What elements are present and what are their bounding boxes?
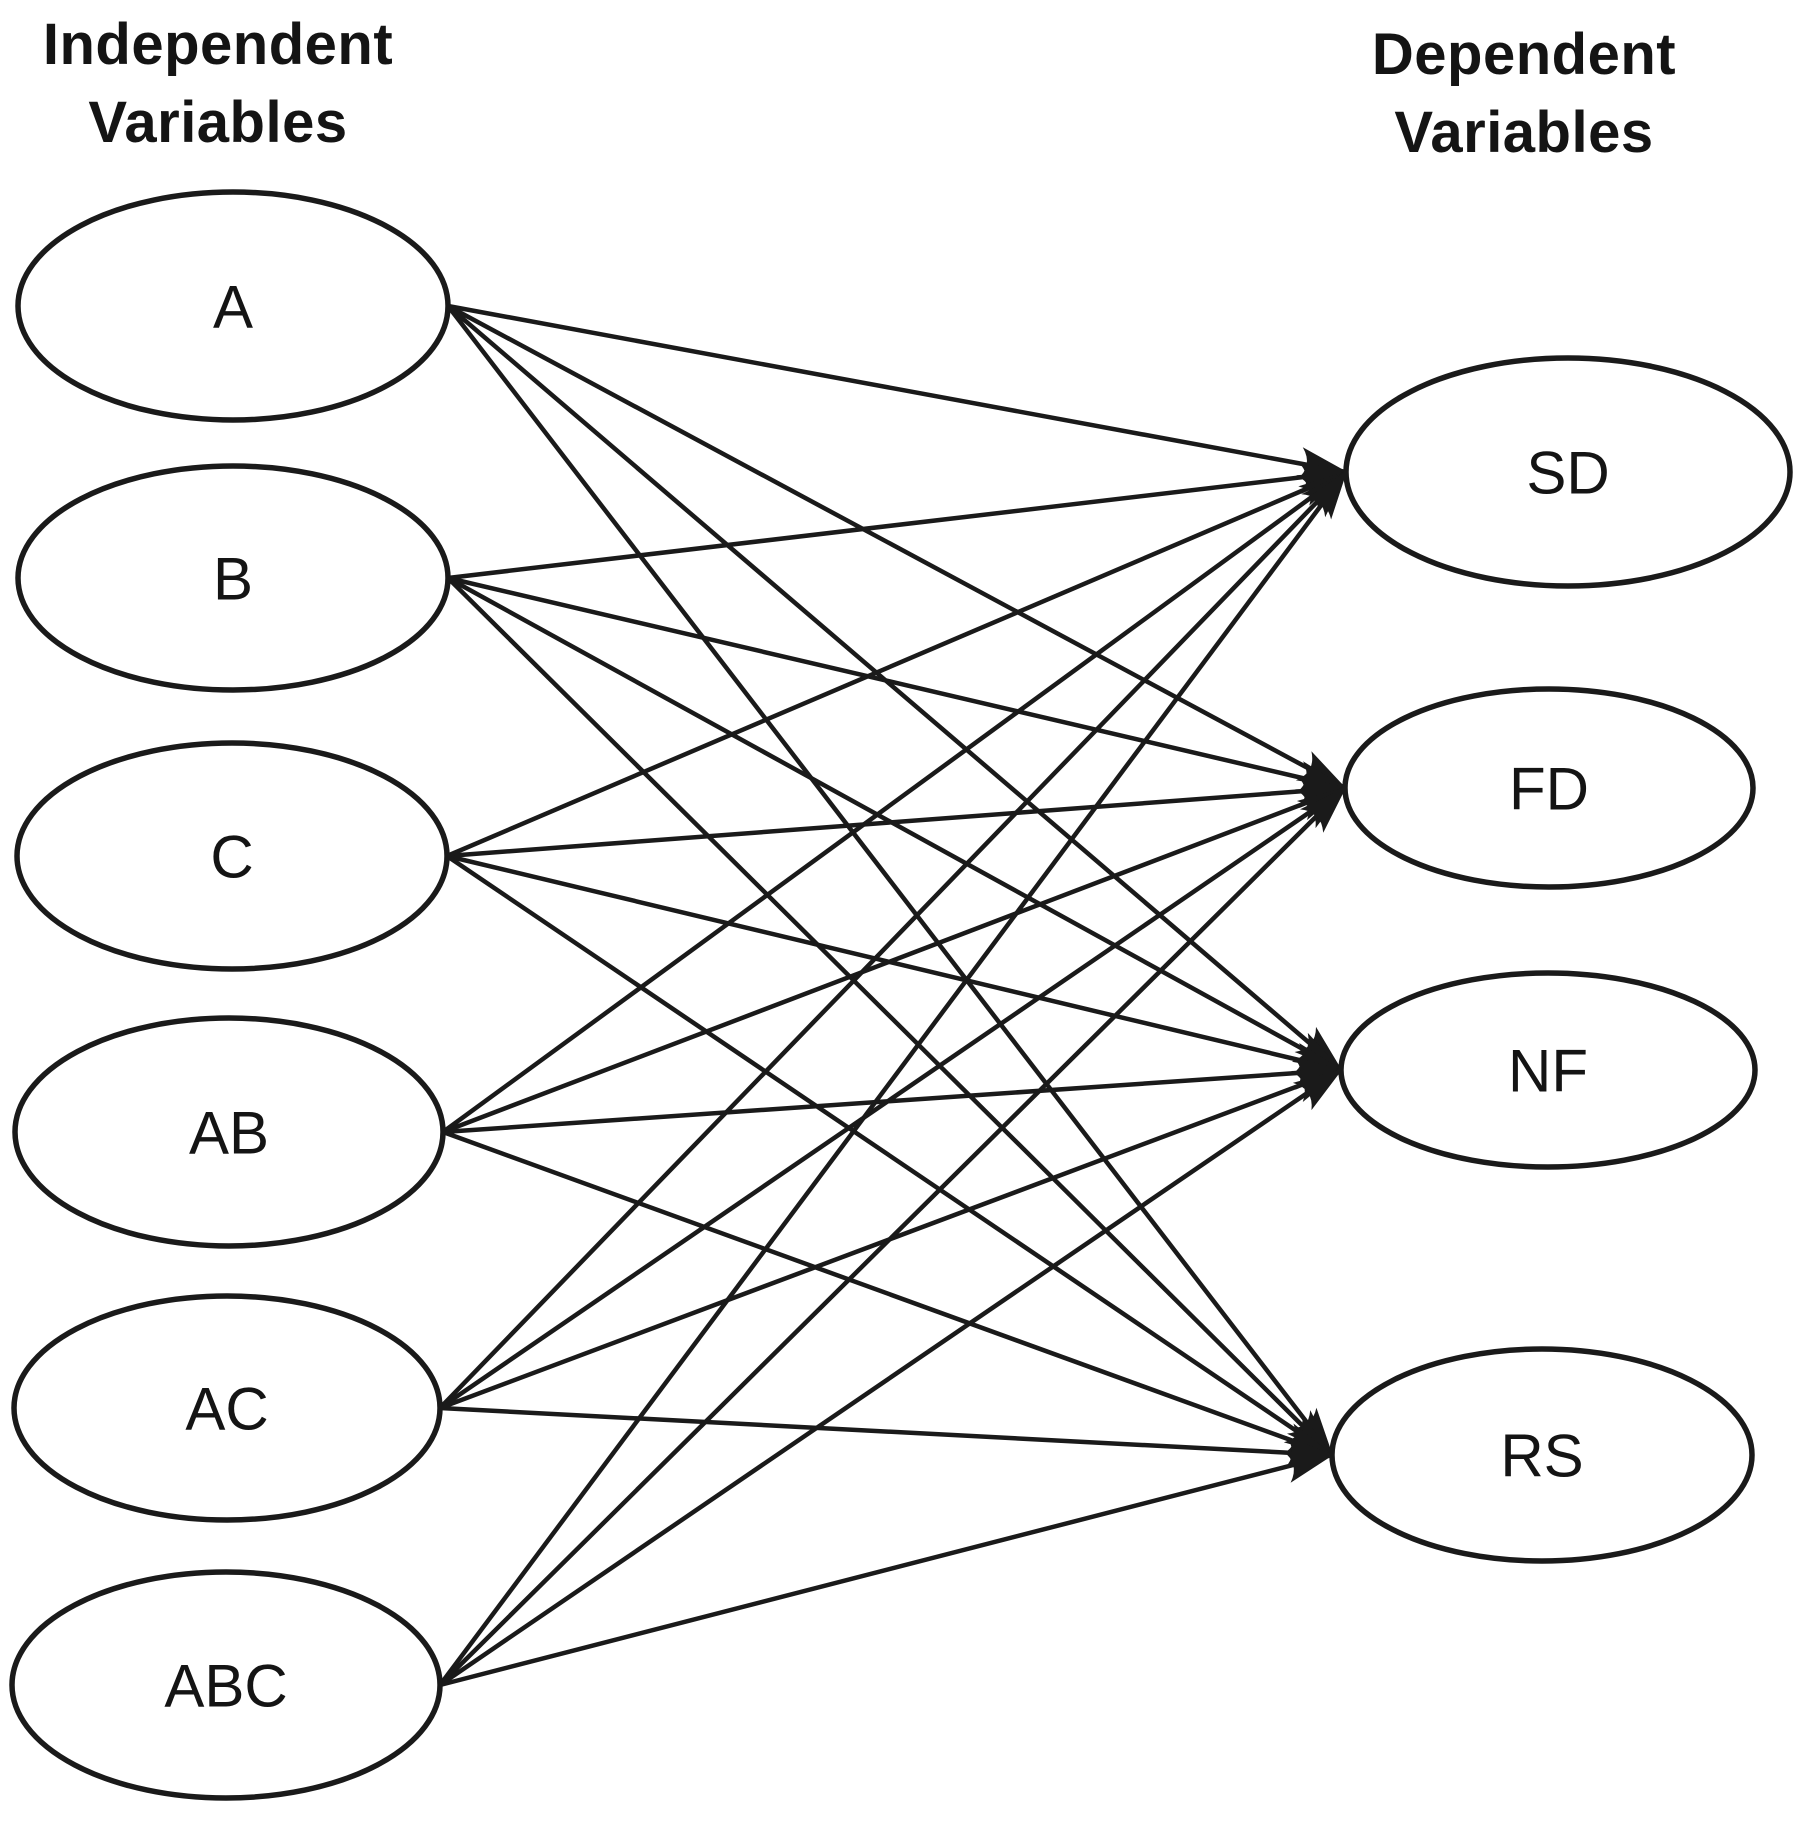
node-NF-ellipse [1338, 970, 1758, 1170]
node-ABC-label: ABC [164, 1653, 287, 1720]
node-C-label: C [210, 824, 253, 891]
node-RS: RS [1329, 1346, 1755, 1564]
node-A: A [15, 189, 451, 423]
left-column-title: Independent Variables [43, 12, 393, 155]
edge-AC-SD [438, 470, 1348, 1410]
edge-A-RS [446, 304, 1334, 1457]
edge-ABC-SD [438, 470, 1348, 1687]
edge-AB-FD [442, 785, 1347, 1135]
node-FD-ellipse [1342, 686, 1756, 890]
node-AC: AC [11, 1293, 443, 1523]
node-RS-label: RS [1500, 1423, 1583, 1490]
edge-AC-RS [439, 1405, 1334, 1470]
node-B: B [15, 463, 451, 693]
node-AB-label: AB [189, 1100, 269, 1167]
edge-B-FD [447, 575, 1347, 794]
node-A-ellipse [15, 189, 451, 423]
left-column-title-line2: Variables [88, 90, 347, 155]
edge-C-NF [446, 853, 1343, 1076]
node-AC-ellipse [11, 1293, 443, 1523]
right-column-title-line1: Dependent [1372, 22, 1676, 87]
edge-ABC-FD [438, 786, 1347, 1687]
node-FD-label: FD [1509, 756, 1589, 823]
edge-B-SD [447, 461, 1348, 581]
node-C: C [14, 740, 450, 972]
node-NF-label: NF [1508, 1038, 1588, 1105]
node-B-label: B [213, 546, 253, 613]
node-C-ellipse [14, 740, 450, 972]
edge-C-FD [446, 775, 1347, 859]
node-RS-ellipse [1329, 1346, 1755, 1564]
right-column-title: Dependent Variables [1372, 22, 1676, 165]
edge-B-RS [446, 576, 1334, 1457]
node-SD-ellipse [1343, 355, 1793, 589]
left-column-title-line1: Independent [43, 12, 393, 77]
edge-C-RS [445, 854, 1334, 1457]
right-column-title-line2: Variables [1394, 100, 1653, 165]
node-SD: SD [1343, 355, 1793, 589]
node-A-label: A [213, 274, 253, 341]
edge-C-SD [446, 469, 1348, 859]
edge-AB-SD [441, 470, 1348, 1134]
edge-AB-RS [442, 1129, 1334, 1458]
node-ABC: ABC [9, 1569, 443, 1801]
node-AB-ellipse [12, 1015, 446, 1249]
node-AB: AB [12, 1015, 446, 1249]
node-SD-label: SD [1526, 440, 1609, 507]
edge-A-NF [446, 304, 1343, 1072]
edge-ABC-RS [439, 1450, 1334, 1688]
edge-AC-FD [438, 786, 1347, 1410]
node-AC-label: AC [185, 1376, 268, 1443]
edge-A-SD [447, 303, 1348, 480]
node-FD: FD [1342, 686, 1756, 890]
edge-ABC-NF [438, 1068, 1343, 1687]
node-NF: NF [1338, 970, 1758, 1170]
node-ABC-ellipse [9, 1569, 443, 1801]
node-B-ellipse [15, 463, 451, 693]
edge-A-FD [446, 304, 1347, 790]
edges-layer [438, 303, 1348, 1688]
